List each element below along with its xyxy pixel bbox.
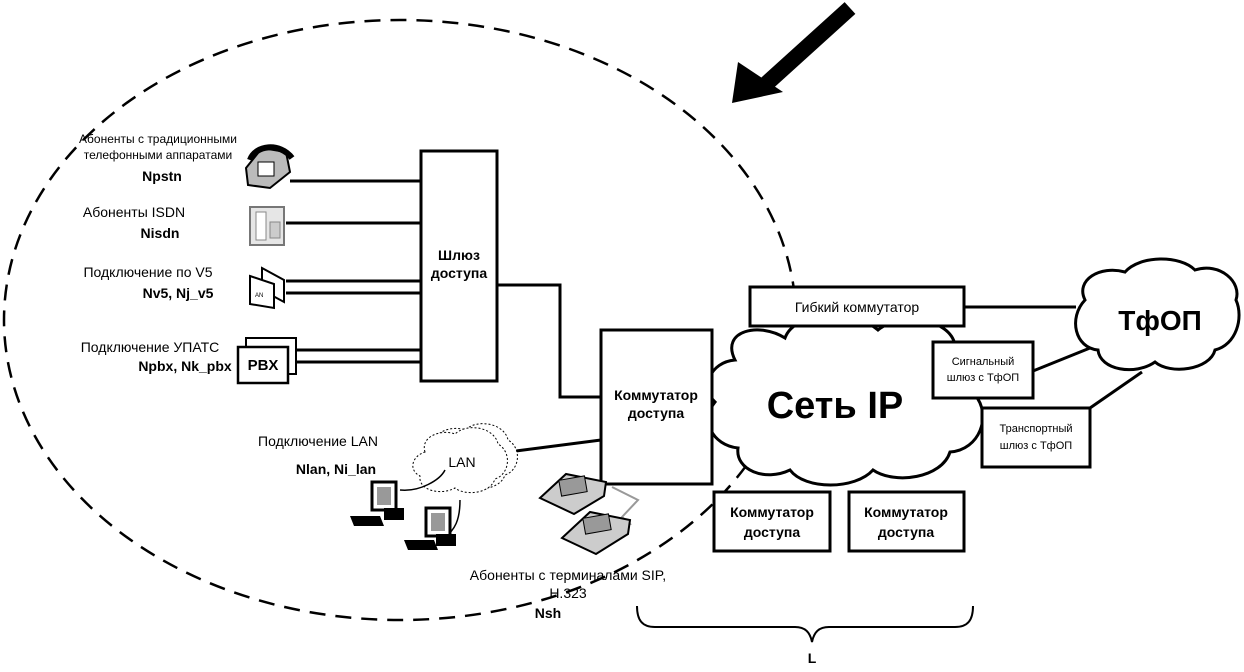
v5-code: Nv5, Nj_v5 (143, 285, 214, 301)
v5-title: Подключение по V5 (83, 264, 212, 280)
access-switch-main-line2: доступа (628, 405, 684, 421)
ip-network-label: Сеть IP (767, 385, 904, 427)
ip-phone-icon (538, 472, 632, 556)
gateway-connections (286, 179, 1143, 454)
lan-cloud: LAN (412, 423, 518, 494)
computer-icon (350, 469, 461, 550)
bracket-label: L (808, 650, 817, 666)
access-switch-main (599, 328, 714, 486)
access-switch-3-line1: Коммутатор (864, 504, 948, 520)
isdn-terminal-icon (249, 206, 285, 246)
access-switch-2 (712, 490, 832, 553)
pstn-code: Npstn (142, 168, 182, 184)
pbx-label: PBX (248, 357, 279, 374)
pbx-icon: PBX (236, 337, 297, 385)
signaling-gateway-line1: Сигнальный (952, 356, 1015, 368)
access-area-boundary (2, 18, 798, 622)
telephone-icon (244, 144, 295, 190)
access-switch-2-line1: Коммутатор (730, 504, 814, 520)
access-node-icon: AN (249, 266, 285, 310)
pbx-title: Подключение УПАТС (81, 339, 220, 355)
sip-subscribers-line1: Абоненты с терминалами SIP, (470, 567, 666, 583)
isdn-code: Nisdn (141, 225, 180, 241)
access-switch-main-line1: Коммутатор (614, 387, 698, 403)
lan-code: Nlan, Ni_lan (296, 461, 376, 477)
pstn-label: ТфОП (1118, 305, 1202, 336)
access-gateway-line1: Шлюз (438, 247, 480, 263)
sip-subscribers-line2: H.323 (549, 585, 587, 601)
access-switch-3-line2: доступа (878, 524, 934, 540)
isdn-title: Абоненты ISDN (83, 204, 185, 220)
lan-cloud-label: LAN (448, 454, 475, 470)
access-gateway-line2: доступа (431, 265, 487, 281)
access-gateway (419, 149, 499, 383)
pstn-cloud (1074, 257, 1241, 372)
arrow-icon (732, 2, 856, 103)
signaling-gateway (931, 340, 1035, 400)
transport-gateway (980, 406, 1092, 469)
softswitch (748, 285, 966, 328)
softswitch-label: Гибкий коммутатор (795, 299, 920, 315)
pstn-subscribers-line1: Абоненты с традиционными (79, 132, 237, 146)
access-switch-3 (847, 490, 966, 553)
transport-gateway-line1: Транспортный (999, 423, 1072, 435)
sip-code: Nsh (535, 605, 561, 621)
lan-title: Подключение LAN (258, 433, 378, 449)
pbx-code: Npbx, Nk_pbx (138, 358, 232, 374)
signaling-gateway-line2: шлюз с ТфОП (947, 372, 1019, 384)
bracket (636, 605, 974, 643)
transport-gateway-line2: шлюз с ТфОП (1000, 440, 1072, 452)
an-label: AN (255, 293, 263, 299)
pstn-subscribers-line2: телефонными аппаратами (84, 148, 232, 162)
access-switch-2-line2: доступа (744, 524, 800, 540)
